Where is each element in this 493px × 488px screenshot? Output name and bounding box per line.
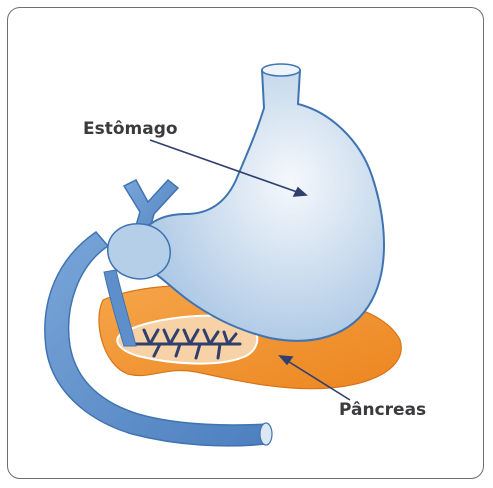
stomach-label: Estômago — [83, 121, 178, 138]
pancreas-label: Pâncreas — [339, 402, 426, 419]
